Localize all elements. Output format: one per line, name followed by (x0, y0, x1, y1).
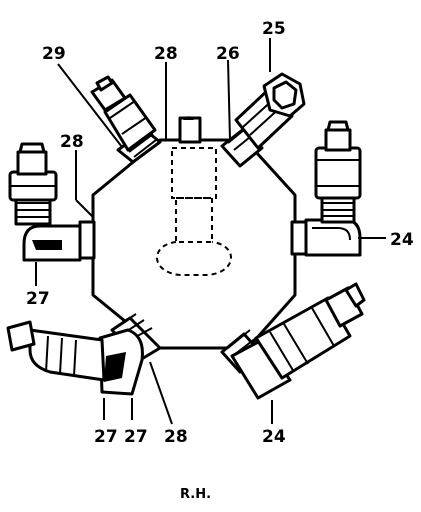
fitting-lower-left (6, 313, 162, 396)
callout-29: 29 (42, 44, 66, 64)
callout-28-left: 28 (60, 132, 84, 152)
internal-bore-hidden-lines (156, 147, 232, 276)
leader-lines (35, 38, 386, 425)
callout-27-left: 27 (26, 289, 50, 309)
fitting-upper-right (220, 72, 306, 168)
callout-25: 25 (262, 19, 286, 39)
callout-labels: 29 28 26 25 28 24 27 27 27 28 24 (26, 19, 414, 447)
top-center-fitting (178, 116, 202, 144)
callout-24-bottom: 24 (262, 427, 286, 447)
callout-28-top: 28 (154, 44, 178, 64)
fitting-upper-left (90, 75, 162, 164)
callout-26: 26 (216, 44, 240, 64)
valve-block-body (91, 138, 297, 350)
side-caption: R.H. (180, 487, 211, 502)
fitting-right (290, 120, 362, 257)
callout-28-bottom: 28 (164, 427, 188, 447)
fitting-lower-right (220, 282, 366, 400)
fitting-left (8, 142, 96, 262)
callout-27-bottom-a: 27 (94, 427, 118, 447)
callout-27-bottom-b: 27 (124, 427, 148, 447)
callout-24-right: 24 (390, 230, 414, 250)
